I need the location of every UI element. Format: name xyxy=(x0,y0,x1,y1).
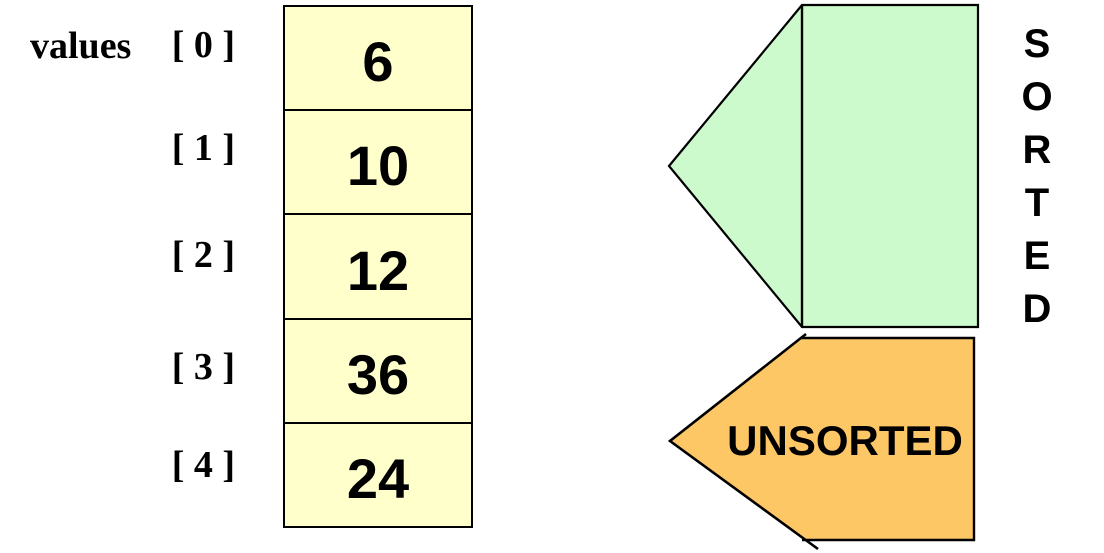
array-cell-4: 24 xyxy=(285,421,471,526)
index-label-1: [ 1 ] xyxy=(171,127,235,169)
index-label-3: [ 3 ] xyxy=(171,346,235,388)
cell-value-4: 24 xyxy=(346,446,410,510)
sorted-arrow xyxy=(667,3,980,329)
cell-value-0: 6 xyxy=(362,30,394,94)
unsorted-arrow xyxy=(667,332,976,551)
cell-value-2: 12 xyxy=(346,238,410,302)
array-cell-0: 6 xyxy=(285,7,471,109)
index-label-2: [ 2 ] xyxy=(171,234,235,276)
index-label-0: [ 0 ] xyxy=(171,24,235,66)
index-label-4: [ 4 ] xyxy=(171,444,235,486)
array-cell-2: 12 xyxy=(285,213,471,317)
sorted-arrow-shape xyxy=(667,3,980,329)
array-cell-1: 10 xyxy=(285,109,471,213)
cell-value-1: 10 xyxy=(346,134,410,198)
unsorted-arrow-outline-body xyxy=(801,336,976,542)
array-box: 6 10 12 36 24 xyxy=(283,5,473,528)
sorted-label: SORTED xyxy=(1015,22,1059,340)
unsorted-arrow-shape xyxy=(670,338,974,540)
unsorted-arrow-outline-head xyxy=(667,332,819,551)
array-cell-3: 36 xyxy=(285,317,471,422)
unsorted-label: UNSORTED xyxy=(727,417,963,464)
array-name-label: values xyxy=(30,25,132,67)
cell-value-3: 36 xyxy=(346,342,410,406)
